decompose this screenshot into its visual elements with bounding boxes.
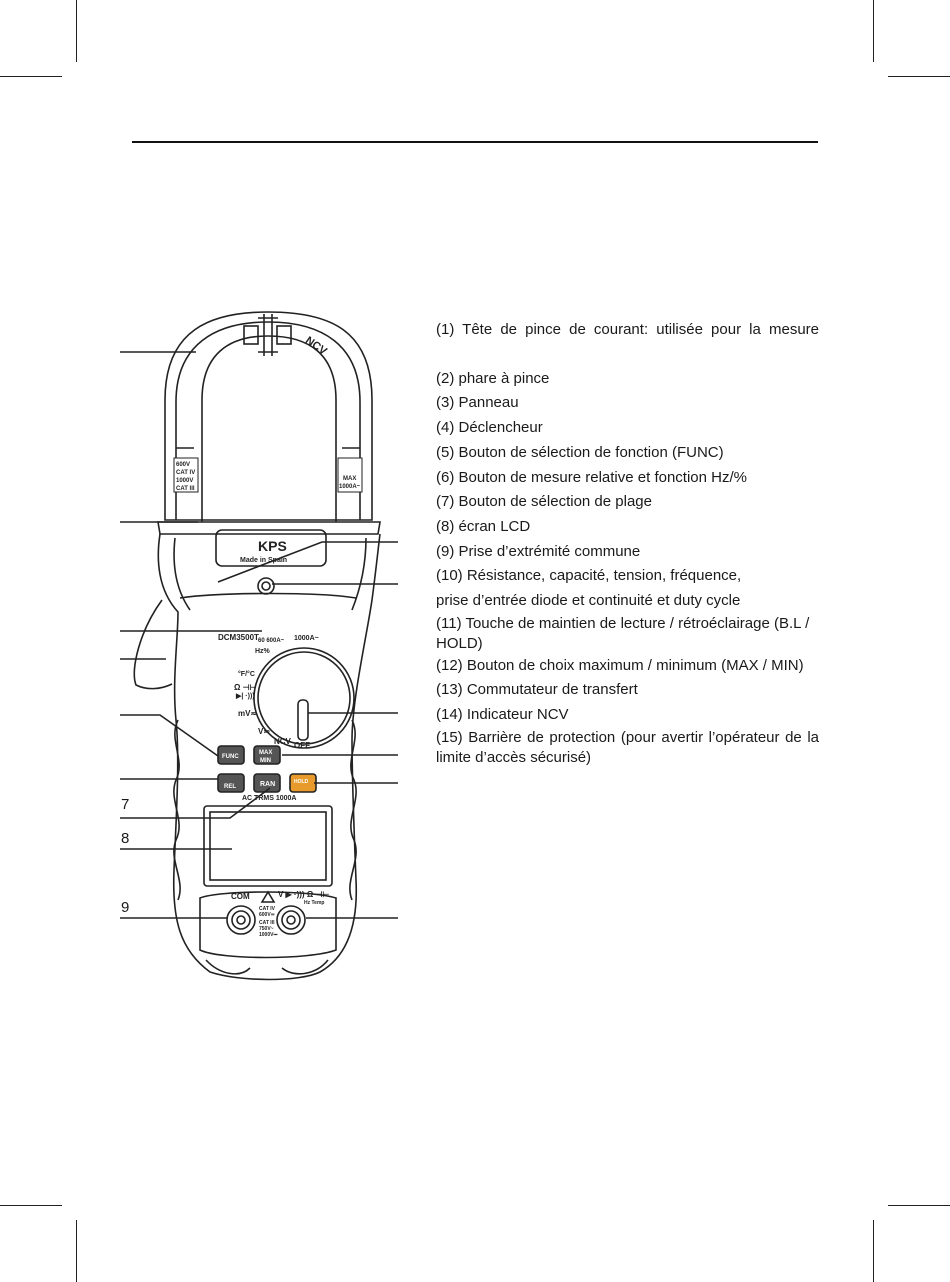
func-button[interactable]: FUNC [222,754,239,760]
crop-mark [0,76,62,77]
com-label: COM [231,892,250,901]
legend-item-13: (13) Commutateur de transfert [436,681,638,699]
svg-text:MIN: MIN [260,758,271,764]
crop-mark [76,0,77,62]
svg-text:MAX: MAX [343,476,356,482]
svg-text:Hz%: Hz% [255,648,271,655]
ran-button[interactable]: RAN [260,781,275,788]
svg-text:CAT IV: CAT IV [259,906,276,912]
svg-text:CAT III: CAT III [176,486,195,492]
svg-text:CAT IV: CAT IV [176,470,195,476]
svg-text:mV≂: mV≂ [238,709,257,718]
svg-text:Hz Temp: Hz Temp [304,900,324,906]
model-label: DCM3500T [218,633,259,642]
meter-body [157,533,381,981]
ncv-jaw-label: NCV [303,334,329,358]
legend-item-9: (9) Prise d’extrémité commune [436,542,641,560]
rel-button[interactable]: REL [224,784,236,790]
trigger [133,599,173,690]
clamp-jaw-outer [164,311,373,521]
svg-text:1000V: 1000V [176,478,193,484]
legend-item-14: (14) Indicateur NCV [436,706,569,724]
lcd-screen [203,805,333,887]
legend-item-1: (1) Tête de pince de courant: utilisée p… [436,321,819,338]
svg-text:600V: 600V [176,462,190,468]
crop-mark [873,0,874,62]
maxmin-btn-shape [253,745,281,765]
parts-legend: (1) Tête de pince de courant: utilisée p… [436,318,819,768]
v-jack [276,905,306,935]
svg-text:CAT III: CAT III [259,920,275,926]
ncv-indicator [257,577,275,595]
svg-text:OFF: OFF [294,741,310,750]
legend-item-12: (12) Bouton de choix maximum / minimum (… [436,656,804,674]
func-btn-shape [217,745,245,765]
svg-text:1000A~: 1000A~ [294,635,319,642]
svg-text:750V~: 750V~ [259,926,274,932]
brand-plate [215,529,327,567]
legend-item-8: (8) écran LCD [436,517,531,535]
crop-mark [76,1220,77,1282]
crop-mark [888,76,950,77]
callout-number-7: 7 [121,796,130,813]
legend-item-7: (7) Bouton de sélection de plage [436,493,652,511]
protection-barrier [157,521,381,535]
svg-text:1000V⎓: 1000V⎓ [259,932,277,938]
svg-text:NCV: NCV [274,737,292,746]
svg-text:60 600A~: 60 600A~ [258,638,285,644]
crop-mark [873,1220,874,1282]
header-rule [132,141,818,143]
clamp-jaw-inner [201,335,337,522]
com-jack [226,905,256,935]
svg-text:1000A~: 1000A~ [339,484,361,490]
callout-number-8: 8 [121,830,130,847]
ran-btn-shape [253,773,281,793]
hold-button[interactable]: HOLD [294,779,309,785]
made-in-label: Made in Spain [240,557,287,564]
legend-item-5: (5) Bouton de sélection de fonction (FUN… [436,443,724,461]
v-jack-label: V ▶ ·))) Ω ⊣⊢ [278,889,329,899]
legend-item-15: (15) Barrière de protection (pour averti… [436,728,819,766]
rel-btn-shape [217,773,245,793]
max-min-button[interactable]: MAX [259,750,272,756]
trms-label: AC TRMS 1000A [242,795,296,802]
svg-text:▶| ·))): ▶| ·))) [235,693,255,700]
svg-text:V≂: V≂ [258,727,270,736]
legend-item-4: (4) Déclencheur [436,419,543,437]
crop-mark [888,1205,950,1206]
svg-text:°F/°C: °F/°C [238,670,255,678]
legend-item-3: (3) Panneau [436,394,519,412]
legend-item-6: (6) Bouton de mesure relative et fonctio… [436,468,747,486]
crop-mark [0,1205,62,1206]
brand-logo: KPS [258,538,287,554]
svg-text:Ω ⊣⊢: Ω ⊣⊢ [234,682,257,692]
svg-text:600V≂: 600V≂ [259,912,275,918]
rotary-switch [253,647,355,749]
legend-item-10-cont: prise d’entrée diode et continuité et du… [436,592,741,610]
rotary-pointer [297,699,309,741]
legend-item-10: (10) Résistance, capacité, tension, fréq… [436,567,742,585]
legend-item-11: (11) Touche de maintien de lecture / rét… [436,614,810,652]
callout-number-9: 9 [121,899,130,916]
legend-item-2: (2) phare à pince [436,369,550,387]
